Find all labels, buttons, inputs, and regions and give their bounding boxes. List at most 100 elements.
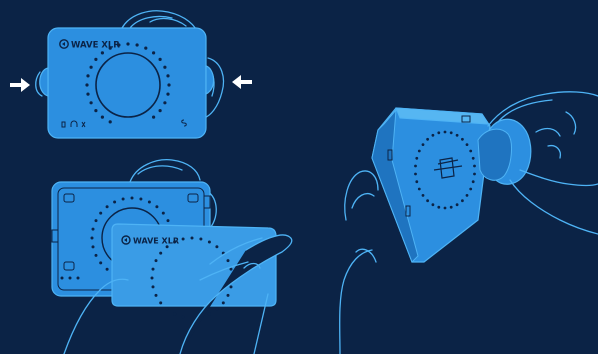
led-dot — [215, 245, 218, 248]
led-dot — [155, 294, 158, 297]
led-dot — [437, 131, 440, 134]
led-dot — [163, 66, 166, 69]
led-dot — [167, 219, 170, 222]
led-dot — [426, 199, 429, 202]
led-dot — [95, 254, 98, 257]
led-dot — [131, 197, 134, 200]
led-dot — [461, 138, 464, 141]
led-dot — [473, 173, 476, 176]
led-dot — [159, 252, 162, 255]
led-dot — [208, 313, 211, 316]
led-dot — [466, 194, 469, 197]
led-dot — [422, 143, 425, 146]
led-dot — [159, 301, 162, 304]
led-dot — [85, 83, 88, 86]
led-dot — [227, 294, 230, 297]
led-dot — [450, 131, 453, 134]
led-dot — [167, 83, 170, 86]
led-dot — [456, 203, 459, 206]
led-dot — [92, 245, 95, 248]
led-dot — [95, 219, 98, 222]
led-dot — [109, 120, 112, 123]
led-dot — [461, 199, 464, 202]
led-dot — [473, 165, 476, 168]
led-dot — [144, 47, 147, 50]
led-dot — [166, 74, 169, 77]
led-dot — [166, 245, 169, 248]
led-dot — [162, 212, 165, 215]
led-dot — [418, 188, 421, 191]
led-dot — [152, 285, 155, 288]
led-dot — [215, 308, 218, 311]
led-dot — [90, 66, 93, 69]
led-dot — [472, 157, 475, 160]
led-dot — [163, 101, 166, 104]
led-dot — [94, 58, 97, 61]
led-dot — [155, 259, 158, 262]
faceplate-front: WAVE XLR — [112, 224, 276, 320]
led-dot — [191, 317, 194, 320]
led-dot — [152, 116, 155, 119]
led-dot — [86, 74, 89, 77]
led-dot — [99, 261, 102, 264]
led-dot — [469, 188, 472, 191]
led-dot — [182, 316, 185, 319]
led-dot — [106, 268, 109, 271]
led-dot — [173, 313, 176, 316]
led-dot — [444, 131, 447, 134]
led-dot — [101, 116, 104, 119]
led-dot — [106, 205, 109, 208]
led-dot — [148, 201, 151, 204]
led-dot — [151, 277, 154, 280]
led-dot — [472, 180, 475, 183]
led-dot — [159, 58, 162, 61]
led-dot — [113, 201, 116, 204]
led-dot — [101, 51, 104, 54]
led-dot — [456, 134, 459, 137]
led-dot — [230, 268, 233, 271]
led-dot — [222, 301, 225, 304]
led-dot — [414, 165, 417, 168]
led-dot — [92, 228, 95, 231]
led-dot — [444, 207, 447, 210]
led-dot — [208, 241, 211, 244]
led-dot — [432, 134, 435, 137]
led-dot — [432, 203, 435, 206]
led-dot — [166, 93, 169, 96]
led-dot — [173, 241, 176, 244]
led-dot — [415, 180, 418, 183]
led-dot — [159, 109, 162, 112]
led-dot — [109, 47, 112, 50]
led-dot — [227, 259, 230, 262]
led-dot — [86, 93, 89, 96]
led-dot — [466, 143, 469, 146]
led-dot — [136, 43, 139, 46]
led-dot — [91, 237, 94, 240]
led-dot — [418, 150, 421, 153]
led-dot — [426, 138, 429, 141]
led-dot — [117, 43, 120, 46]
led-dot — [450, 206, 453, 209]
led-dot — [414, 173, 417, 176]
led-dot — [166, 308, 169, 311]
led-dot — [99, 212, 102, 215]
led-dot — [230, 285, 233, 288]
led-dot — [122, 198, 125, 201]
led-dot — [415, 157, 418, 160]
led-dot — [182, 238, 185, 241]
led-dot — [139, 198, 142, 201]
faceplate-brand-label: WAVE XLR — [133, 237, 179, 246]
led-dot — [199, 238, 202, 241]
led-dot — [191, 237, 194, 240]
led-dot — [126, 42, 129, 45]
led-dot — [90, 101, 93, 104]
led-dot — [422, 194, 425, 197]
led-dot — [152, 51, 155, 54]
led-dot — [437, 206, 440, 209]
led-dot — [152, 268, 155, 271]
device-brand-label: WAVE XLR — [71, 41, 120, 51]
led-dot — [469, 150, 472, 153]
led-dot — [94, 109, 97, 112]
led-dot — [155, 205, 158, 208]
